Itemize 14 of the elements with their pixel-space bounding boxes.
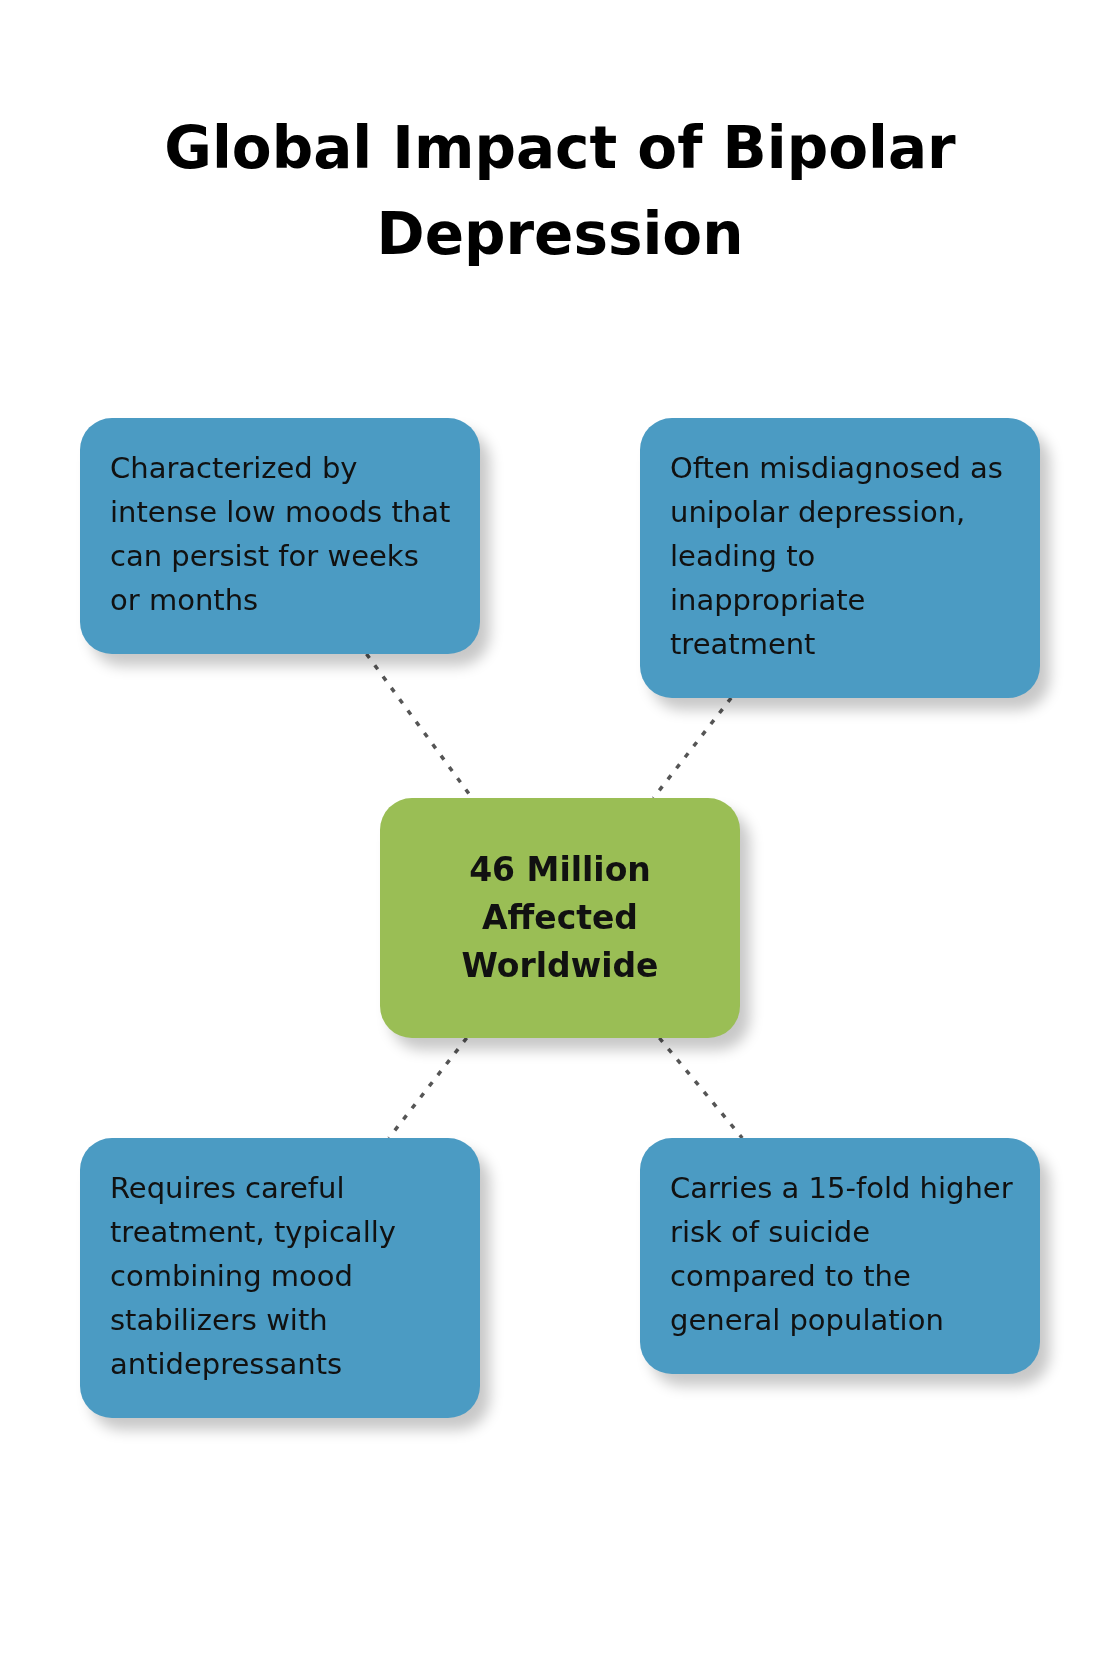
- info-box: [640, 1138, 1040, 1374]
- box-text: Characterized by intense low moods that can persist for weeks or months: [110, 450, 452, 619]
- title: Global Impact of Bipolar Depression: [163, 113, 957, 270]
- dashed-connector: [651, 696, 733, 800]
- box-text: Often misdiagnosed as unipolar depression, leading to inappropriate treatment: [670, 450, 1004, 663]
- dashed-connector: [658, 1036, 744, 1140]
- info-box: [80, 418, 480, 654]
- box-text: Requires careful treatment, typically combining mood stabilizers with antidepressants: [110, 1170, 397, 1383]
- info-box: [80, 1138, 480, 1418]
- dashed-connector: [387, 1036, 469, 1140]
- box-text: 46 Million Affected Worldwide: [460, 849, 660, 987]
- box-text: Carries a 15-fold higher risk of suicide compared to the general population: [670, 1170, 1014, 1339]
- central-box: [380, 798, 740, 1038]
- info-box: [640, 418, 1040, 698]
